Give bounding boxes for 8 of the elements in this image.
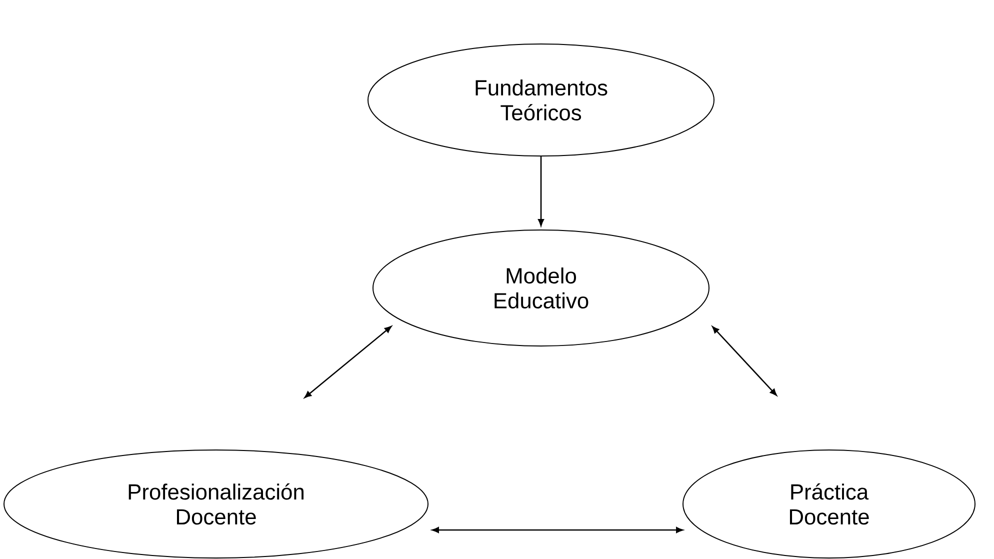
ellipse-node: Profesionalización Docente: [4, 450, 428, 558]
ellipse-node: Fundamentos Teóricos: [368, 44, 714, 156]
arrow: [538, 156, 544, 226]
ellipse-node: Práctica Docente: [682, 450, 976, 558]
arrow: [432, 527, 684, 533]
arrow: [712, 326, 777, 396]
arrow: [304, 326, 392, 398]
ellipse-node: Modelo Educativo: [372, 230, 710, 346]
